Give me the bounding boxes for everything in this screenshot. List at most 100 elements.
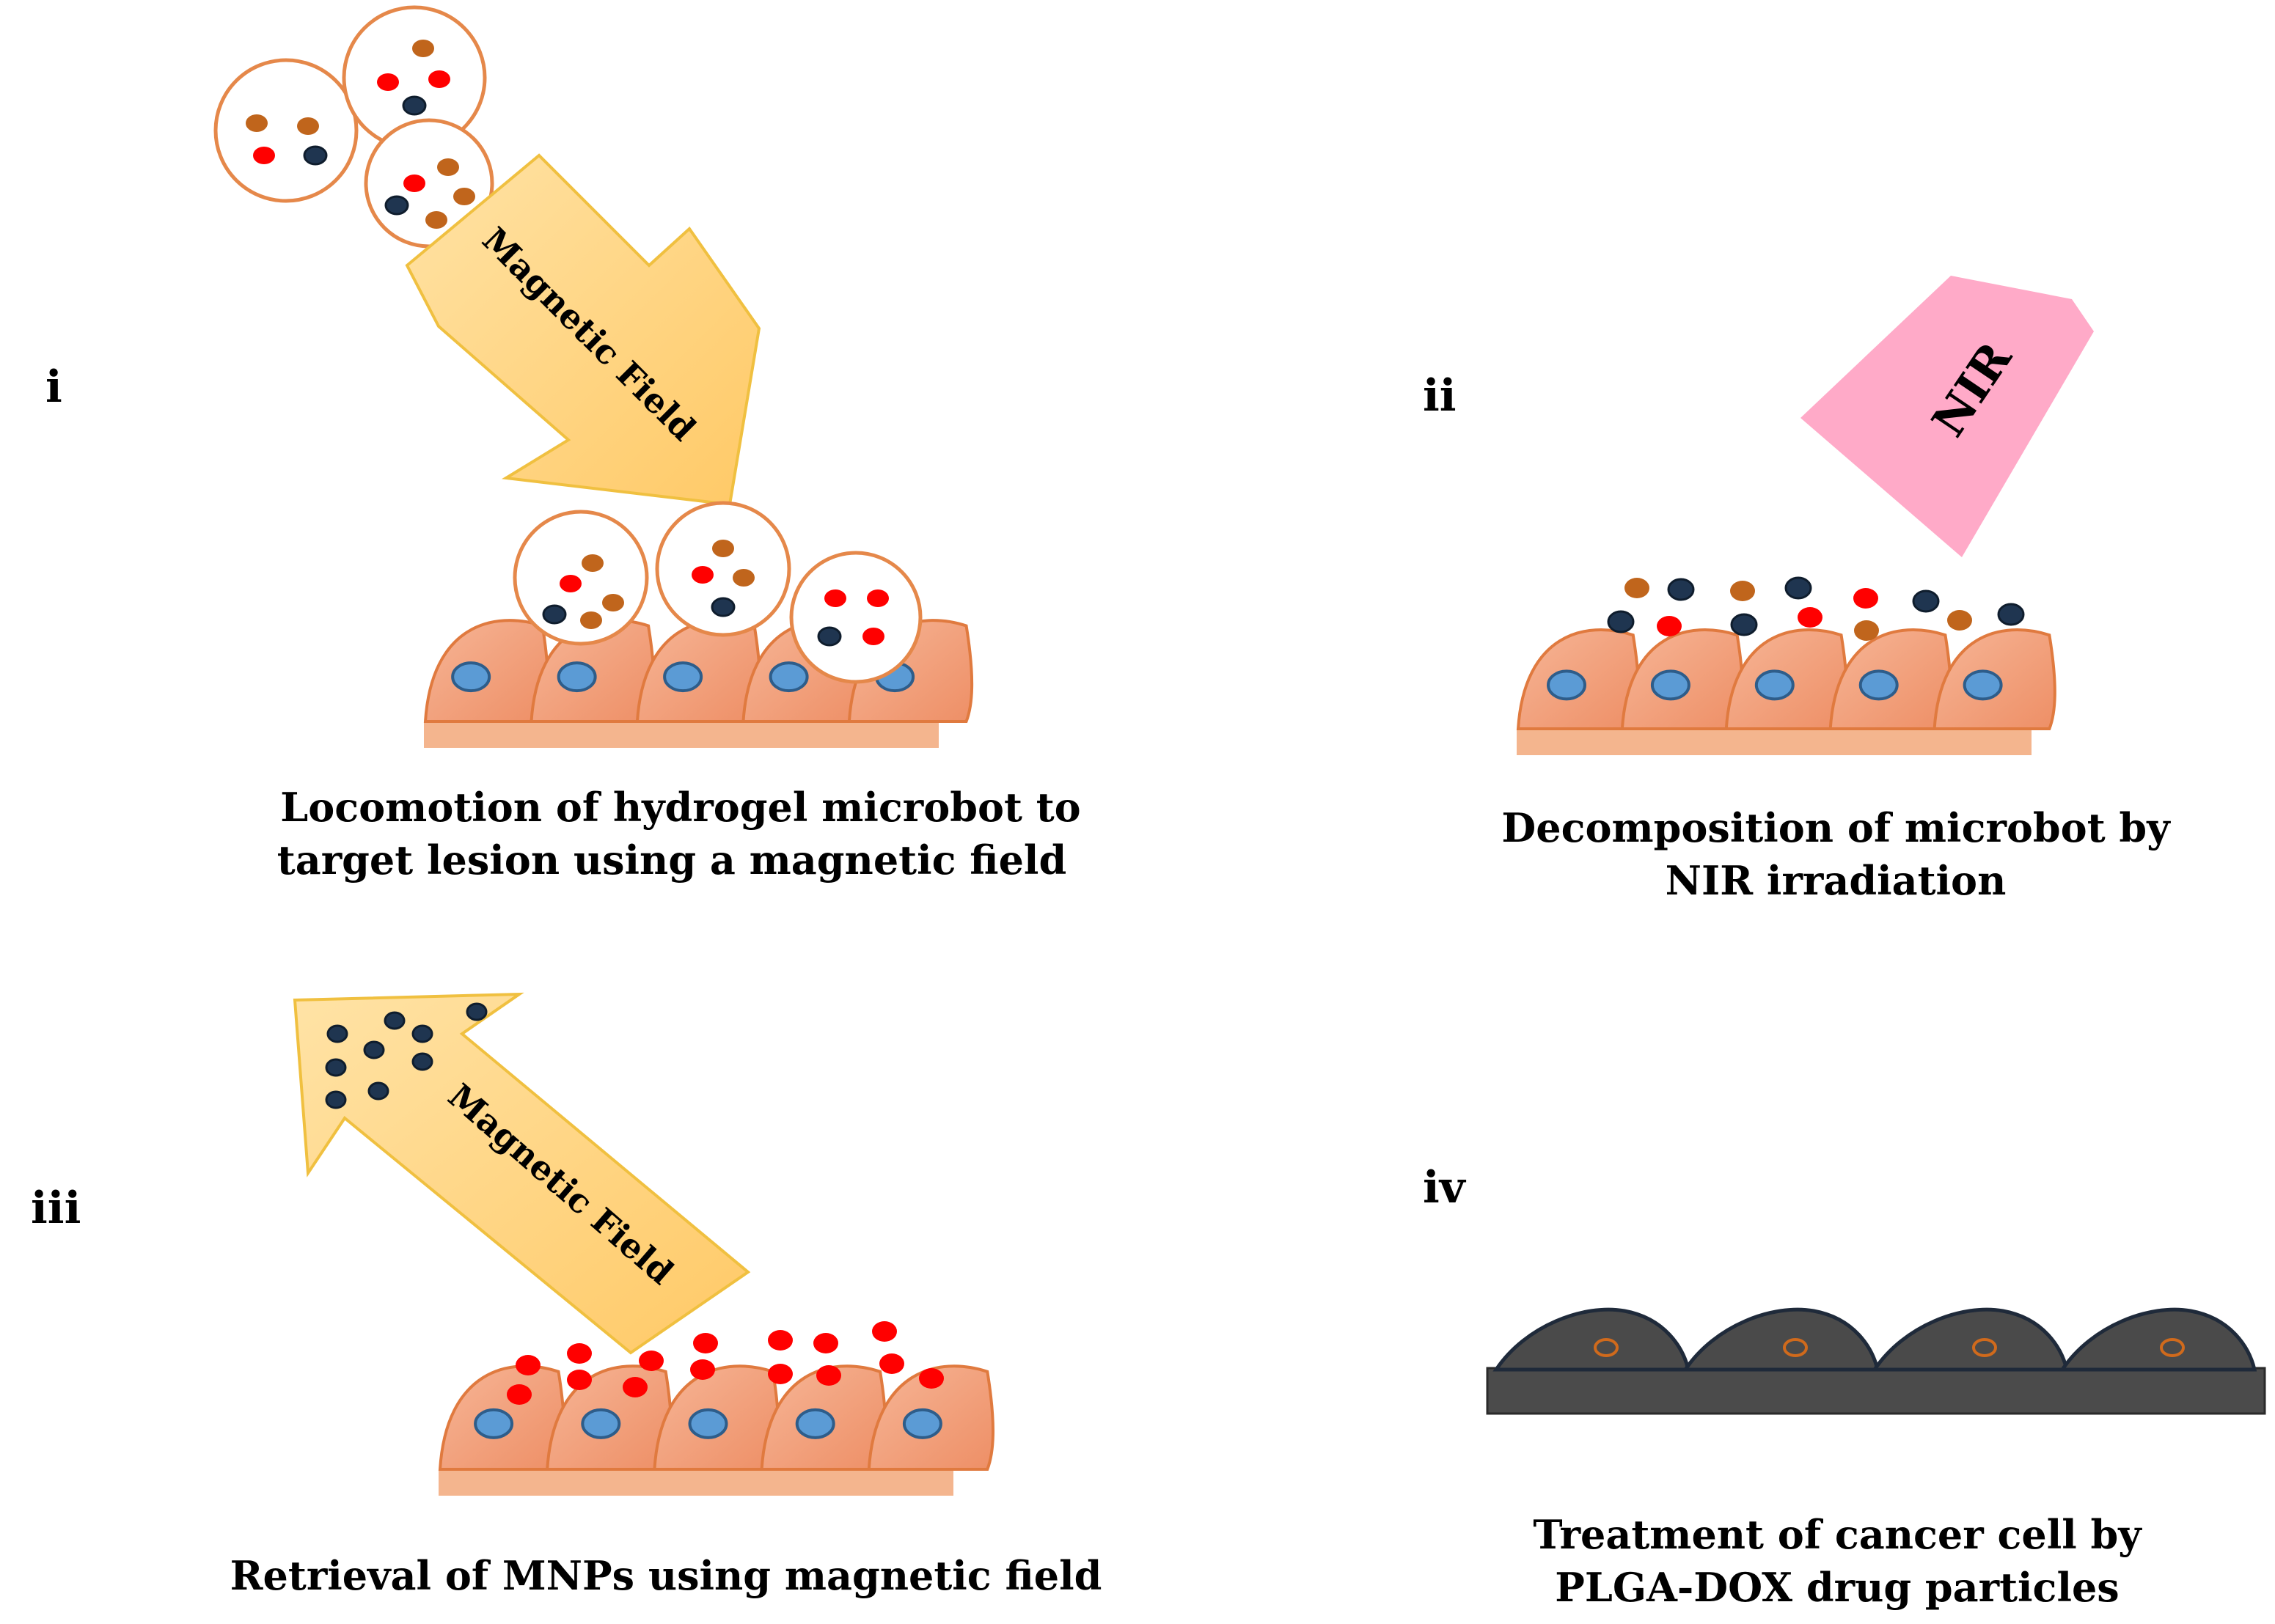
hydrogel-microbot	[789, 551, 923, 684]
drug-particle-red	[919, 1368, 944, 1389]
cell-nucleus	[1754, 669, 1795, 701]
particle-brown	[1947, 610, 1972, 631]
particle-brown	[733, 569, 755, 587]
mnp-particle-navy	[411, 1024, 433, 1043]
drug-particle-red	[693, 1333, 718, 1353]
particle-brown	[425, 211, 447, 229]
drug-particle-red	[253, 147, 275, 164]
mnp-particle-navy	[325, 1058, 347, 1077]
panel-label-ii: ii	[1423, 370, 1457, 422]
cancer-cell-nucleus	[1594, 1338, 1619, 1357]
cancer-cell	[1682, 1307, 1880, 1372]
cancer-cell	[2059, 1307, 2257, 1372]
particle-brown	[1624, 578, 1649, 598]
particle-brown	[580, 611, 602, 629]
retrieved-mnps	[325, 1002, 488, 1109]
cell-nucleus	[769, 661, 809, 693]
drug-particle-red	[872, 1321, 897, 1342]
drug-particle-red	[879, 1353, 904, 1374]
drug-particle-red	[692, 566, 714, 584]
panel-label-iii: iii	[31, 1183, 81, 1234]
caption-ii-line1: Decomposition of microbot by	[1501, 804, 2171, 851]
nir-beam: NIR	[1800, 276, 2094, 557]
panel-iii: Magnetic Field Retrieval of MNPs using m…	[230, 992, 1102, 1599]
particle-brown	[1730, 581, 1755, 601]
panel-label-iv: iv	[1423, 1162, 1467, 1213]
mnp-particle-navy	[1912, 589, 1940, 613]
drug-particles	[507, 1321, 944, 1405]
cancer-cell	[1871, 1307, 2070, 1372]
drug-particle-red	[768, 1330, 793, 1351]
particle-brown	[297, 117, 319, 135]
drug-particle-red	[623, 1377, 648, 1397]
cancer-cell-row	[1492, 1307, 2257, 1372]
cancer-cell-nucleus	[1783, 1338, 1808, 1357]
cell-nucleus	[688, 1408, 728, 1439]
particle-brown	[582, 554, 604, 572]
cell-nucleus	[1963, 669, 2003, 701]
cell-nucleus	[1547, 669, 1586, 701]
mnp-particle-navy	[1607, 610, 1635, 633]
mnp-particle-navy	[411, 1052, 433, 1071]
cell-nucleus	[795, 1408, 835, 1439]
drug-particle-red	[867, 589, 889, 607]
caption-ii-line2: NIR irradiation	[1666, 857, 2007, 904]
substrate-ii	[1517, 729, 2032, 755]
substrate-iii	[439, 1469, 953, 1496]
particle-brown	[602, 594, 624, 611]
drug-particle-red	[816, 1365, 841, 1386]
particle-brown	[412, 40, 434, 57]
microbot-cluster-top	[213, 5, 494, 249]
cell-nucleus	[1650, 669, 1690, 701]
particle-brown	[437, 158, 459, 176]
drug-particle-red	[1798, 607, 1822, 628]
mnp-particle-navy	[325, 1090, 347, 1109]
mnp-particle-navy	[384, 1011, 406, 1030]
drug-particle-red	[862, 628, 884, 645]
particle-brown	[453, 188, 475, 205]
caption-iv-line1: Treatment of cancer cell by	[1533, 1511, 2142, 1558]
drug-particle-red	[507, 1384, 532, 1405]
panel-ii: NIR Decomposition of microbot by NIR irr…	[1501, 276, 2171, 904]
mnp-particle-navy	[711, 597, 736, 617]
drug-particle-red	[567, 1370, 592, 1390]
drug-particle-red	[824, 589, 846, 607]
panel-i: Magnetic Field Locomotion of hydrogel mi…	[213, 5, 1081, 883]
substrate-i	[424, 721, 939, 748]
hydrogel-microbot	[655, 501, 791, 637]
drug-particle-red	[1853, 588, 1878, 609]
particle-brown	[1854, 620, 1879, 641]
drug-particle-red	[516, 1355, 541, 1375]
particle-brown	[246, 114, 268, 132]
drug-particle-red	[768, 1364, 793, 1384]
mnp-particle-navy	[384, 195, 409, 216]
caption-i-line2: target lesion using a magnetic field	[277, 837, 1066, 883]
mnp-particle-navy	[363, 1040, 385, 1059]
magnetic-field-arrow-up: Magnetic Field	[293, 992, 751, 1355]
particle-brown	[712, 540, 734, 557]
drug-particle-red	[1657, 616, 1682, 636]
caption-iv-line2: PLGA-DOX drug particles	[1555, 1564, 2119, 1611]
cancer-cell-nucleus	[1972, 1338, 1997, 1357]
cell-nucleus	[663, 661, 703, 693]
mnp-particle-navy	[303, 145, 328, 166]
drug-particle-red	[639, 1351, 664, 1371]
hydrogel-microbot	[513, 510, 649, 646]
drug-particle-red	[428, 70, 450, 88]
drug-particle-red	[377, 73, 399, 91]
drug-particle-red	[813, 1333, 838, 1353]
substrate-iv	[1486, 1367, 2266, 1415]
mnp-particle-navy	[326, 1024, 348, 1043]
cell-nucleus	[581, 1408, 621, 1439]
cell-row-iii	[438, 1364, 994, 1471]
caption-iii: Retrieval of MNPs using magnetic field	[230, 1552, 1102, 1599]
mnp-particle-navy	[466, 1002, 488, 1021]
cell-row-ii	[1516, 628, 2056, 730]
panel-label-i: i	[45, 361, 62, 413]
cancer-cell	[1492, 1307, 1691, 1372]
cell-nucleus	[1858, 669, 1899, 701]
drug-particle-red	[690, 1359, 715, 1380]
cell-nucleus	[902, 1408, 942, 1439]
caption-i-line1: Locomotion of hydrogel microbot to	[280, 784, 1080, 831]
